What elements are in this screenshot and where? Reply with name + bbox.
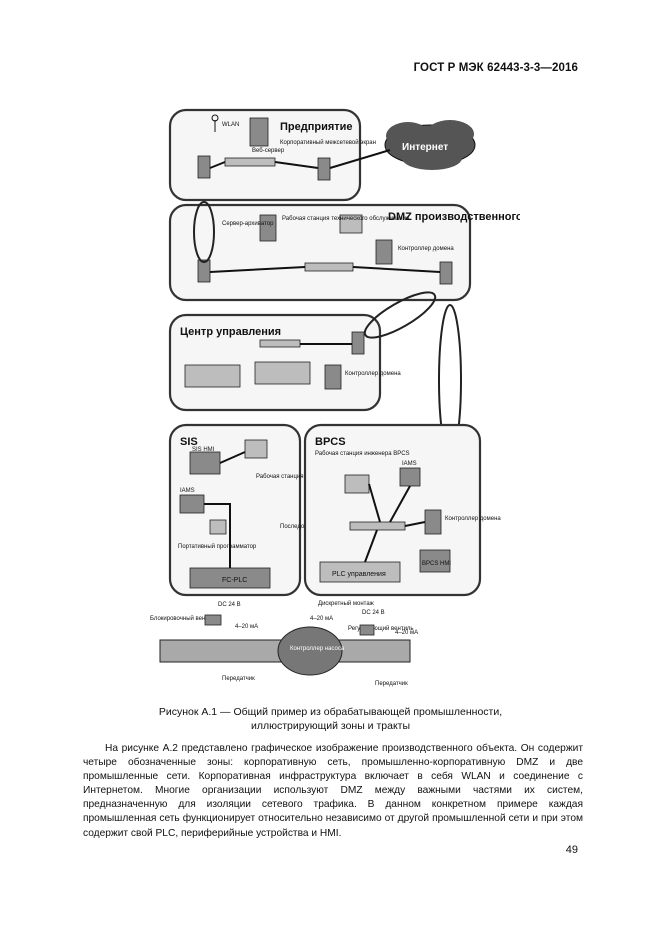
zone-enterprise: [168, 108, 362, 202]
dc24-left-label: DC 24 В: [218, 602, 241, 608]
enterprise-switch-icon: [224, 157, 276, 167]
ma-mid-label: 4–20 мА: [310, 616, 333, 622]
fc-plc-label: FC-PLC: [222, 577, 247, 584]
conduit-dmz-control: [363, 291, 437, 339]
bpcs-hmi-icon: [419, 549, 451, 573]
sis-engineer-workstation-label: Рабочая станция инженера SIS: [256, 474, 344, 480]
network-diagram: Предприятие Интернет WLAN Веб-сервер Кор…: [150, 108, 571, 687]
transmitter-left-label: Передатчик: [222, 676, 255, 682]
operator-workstations-right-icon: [254, 361, 311, 385]
zone-sis-label: SIS: [180, 436, 198, 448]
sis-iams-icon: [179, 494, 205, 514]
maintenance-workstation-label: Рабочая станция технического обслуживани…: [282, 216, 409, 222]
operator-workstations-left-icon: [184, 364, 241, 388]
internet-cloud: Интернет: [384, 120, 476, 170]
bpcs-switch-icon: [349, 521, 406, 531]
caption-line-1: Рисунок А.1 — Общий пример из обрабатыва…: [158, 706, 503, 718]
wlan-antenna-icon: [211, 114, 219, 132]
pump-controller-label: Контроллер насоса: [290, 646, 345, 652]
zone-enterprise-label: Предприятие: [280, 121, 353, 133]
bpcs-links: [364, 483, 426, 563]
shutoff-valve-label: Блокировочный вентиль: [150, 615, 218, 622]
sis-engineer-workstation-icon: [244, 439, 268, 459]
sis-hmi-icon: [189, 451, 221, 475]
dmz-firewall-left-icon: [197, 259, 211, 283]
figure-caption: Рисунок А.1 — Общий пример из обрабатыва…: [0, 705, 661, 733]
dc24-right-label: DC 24 В: [362, 610, 385, 616]
caption-line-2: иллюстрирующий зоны и тракты: [250, 720, 411, 732]
maintenance-workstation-icon: [339, 214, 363, 234]
bpcs-hmi-label: BPCS HMI: [422, 561, 451, 567]
portable-programmer-icon: [209, 519, 227, 535]
bpcs-domain-controller-icon: [424, 509, 442, 535]
dmz-links: [209, 266, 441, 273]
ma-left-label: 4–20 мА: [235, 624, 258, 630]
control-center-domain-controller-label: Контроллер домена: [345, 371, 401, 377]
body-paragraph: На рисунке А.2 представлено графическое …: [83, 743, 583, 839]
dmz-domain-controller-label: Контроллер домена: [398, 246, 454, 252]
control-valve-label: Регулирующий вентиль: [348, 625, 414, 632]
dmz-domain-controller-icon: [375, 239, 393, 265]
body-text: На рисунке А.2 представлено графическое …: [83, 742, 583, 841]
control-center-switch-icon: [259, 339, 301, 348]
shutoff-valve-icon: [204, 614, 222, 626]
web-server-icon: [249, 117, 269, 147]
zone-bpcs-label: BPCS: [315, 436, 346, 448]
internet-label: Интернет: [402, 142, 448, 153]
discrete-mount-label: Дискретный монтаж: [318, 600, 374, 607]
conduit-enterprise-dmz: [193, 201, 215, 263]
bpcs-engineer-workstation-icon: [344, 474, 370, 494]
network-zones-figure: Предприятие Интернет WLAN Веб-сервер Кор…: [140, 100, 571, 700]
plc-control-label: PLC управления: [332, 571, 386, 578]
zone-dmz: [168, 203, 472, 302]
archive-server-icon: [259, 214, 277, 242]
bpcs-engineer-workstation-label: Рабочая станция инженера BPCS: [315, 451, 410, 457]
corporate-firewall-label: Корпоративный межсетевой экран: [280, 139, 376, 146]
web-server-label: Веб-сервер: [252, 148, 285, 154]
bpcs-iams-label: IAMS: [402, 461, 417, 467]
ma-right-label: 4–20 мА: [395, 630, 418, 636]
sis-hmi-label: SIS HMI: [192, 447, 215, 453]
plc-control-icon: [319, 561, 401, 583]
page-number: 49: [565, 844, 578, 856]
transmitter-right-label: Передатчик: [375, 681, 408, 687]
sis-iams-label: IAMS: [180, 488, 195, 494]
wlan-label: WLAN: [222, 122, 239, 128]
process-pipe: Контроллер насоса: [159, 626, 411, 676]
enterprise-links: [209, 149, 391, 169]
bpcs-iams-icon: [399, 467, 421, 487]
zone-control-center-label: Центр управления: [180, 326, 281, 338]
archive-server-label: Сервер-архиватор: [222, 221, 274, 227]
control-valve-icon: [359, 624, 375, 636]
sis-links: [204, 451, 246, 568]
dmz-switch-icon: [304, 262, 354, 272]
bpcs-domain-controller-label: Контроллер домена: [445, 516, 501, 522]
enterprise-firewall-left-icon: [197, 155, 211, 179]
enterprise-firewall-right-icon: [317, 157, 331, 181]
portable-programmer-label: Портативный программатор: [178, 543, 257, 550]
control-center-firewall-icon: [351, 331, 365, 355]
dmz-firewall-right-icon: [439, 261, 453, 285]
document-header: ГОСТ Р МЭК 62443-3-3—2016: [413, 62, 578, 74]
control-center-domain-controller-icon: [324, 364, 342, 390]
